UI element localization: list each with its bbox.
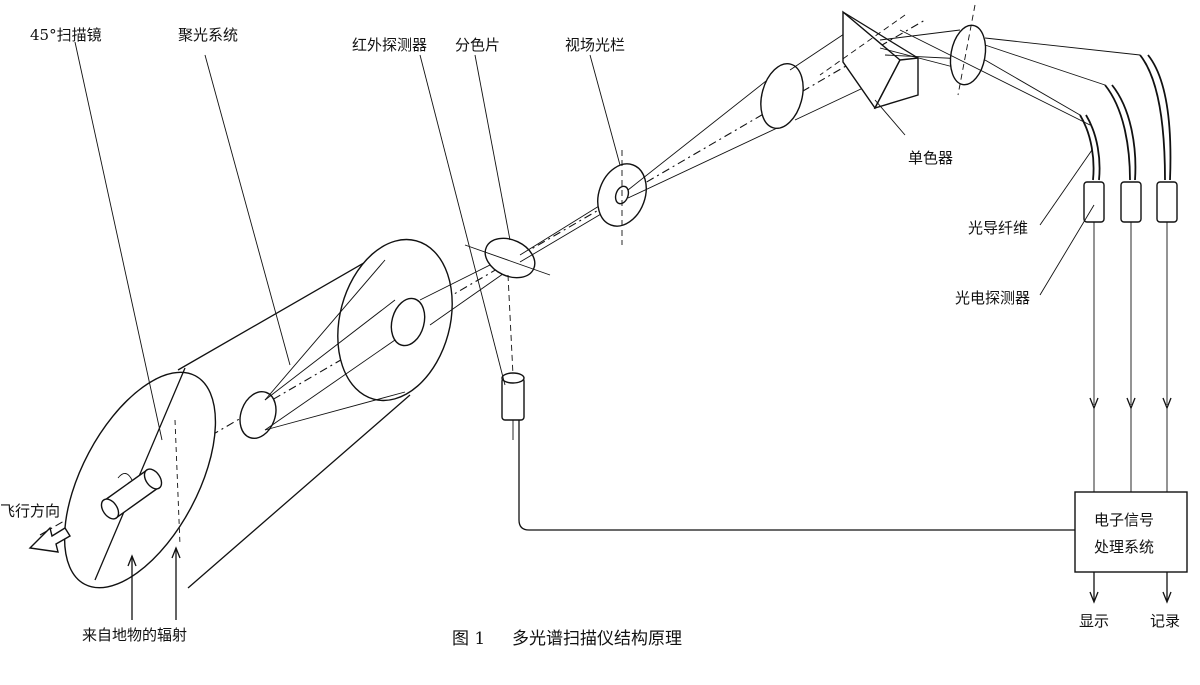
label-processor-2: 处理系统	[1094, 538, 1154, 556]
leader-fiber	[1039, 149, 1093, 226]
caption-title: 多光谱扫描仪结构原理	[512, 629, 682, 649]
mono-ray-2	[627, 121, 791, 199]
label-field-stop: 视场光栏	[565, 36, 625, 54]
mirror-tilt-line	[94, 367, 186, 581]
label-record: 记录	[1150, 612, 1180, 630]
label-scan-mirror: 45°扫描镜	[30, 26, 102, 44]
condenser-ray-3	[264, 299, 396, 401]
fiber-ray-2	[984, 44, 1106, 86]
label-dichroic: 分色片	[455, 36, 500, 54]
dichroic-normal	[464, 244, 551, 276]
disp-ray-1	[879, 29, 961, 41]
condenser-disc	[264, 238, 453, 431]
field-stop-disc	[597, 150, 647, 245]
label-display: 显示	[1079, 612, 1109, 630]
processor-box	[1074, 491, 1188, 573]
prism	[819, 10, 919, 110]
label-flight-direction: 飞行方向	[0, 502, 60, 520]
photodetectors	[1083, 181, 1178, 492]
leader-mono	[874, 99, 906, 136]
label-ir-detector: 红外探测器	[352, 36, 427, 54]
leader-ir	[419, 54, 506, 386]
label-processor-1: 电子信号	[1094, 511, 1154, 529]
secondary-lens	[239, 391, 277, 439]
label-photo-detector: 光电探测器	[955, 289, 1030, 307]
mirror-dash-edge	[174, 419, 181, 546]
condenser-ray-2	[264, 391, 406, 431]
label-fiber: 光导纤维	[968, 219, 1028, 237]
rotation-arrow	[117, 473, 133, 481]
condenser-ray-1	[264, 259, 386, 401]
fiber-ray-4	[899, 29, 1091, 126]
prism-ray-1	[789, 29, 851, 71]
label-monochromator: 单色器	[908, 149, 953, 167]
output-lens	[949, 24, 987, 86]
beam-lower	[187, 394, 411, 589]
fiber-ray-3	[984, 59, 1081, 116]
leader-condenser	[204, 54, 291, 366]
mirror-shaft	[100, 468, 163, 520]
leader-photodet	[1039, 204, 1095, 296]
collimator-lens	[760, 63, 804, 129]
fiber-ray-1	[984, 37, 1141, 56]
caption-figure-no: 图 1	[452, 629, 485, 649]
leader-fieldstop	[589, 54, 621, 166]
flight-arrow	[28, 526, 71, 553]
scan-mirror	[63, 367, 217, 589]
label-ground-radiation: 来自地物的辐射	[82, 626, 187, 644]
leader-dichroic	[474, 54, 511, 241]
leader-scan-mirror	[74, 41, 163, 441]
label-condenser: 聚光系统	[178, 26, 238, 44]
beam-upper	[177, 244, 396, 371]
ir-detector	[501, 274, 1075, 531]
condenser-ray-4	[264, 339, 396, 431]
mono-ray-1	[627, 69, 781, 191]
optical-fibers	[1079, 54, 1172, 181]
